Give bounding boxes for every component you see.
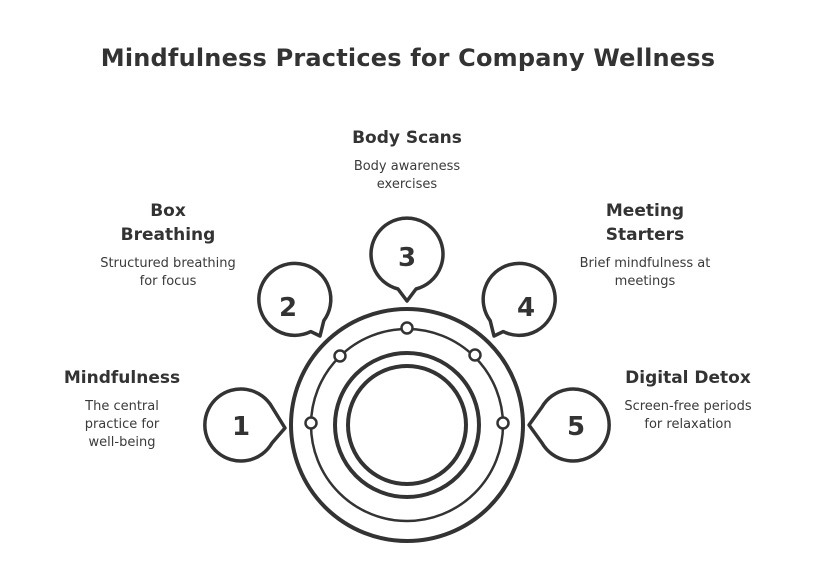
node-dot-2 bbox=[333, 349, 347, 363]
bubble-5-number: 5 bbox=[567, 412, 585, 442]
bubble-5: 5 bbox=[527, 387, 611, 463]
practice-label-3: Body Scans Body awareness exercises bbox=[322, 126, 492, 194]
practice-desc-4: Brief mindfulness at meetings bbox=[579, 256, 711, 289]
bubble-1: 1 bbox=[203, 387, 287, 463]
outer-ring bbox=[289, 307, 525, 543]
practice-desc-5: Screen-free periods for relaxation bbox=[624, 399, 752, 432]
node-dot-3 bbox=[400, 321, 414, 335]
bubble-3: 3 bbox=[369, 216, 445, 303]
bubble-4-number: 4 bbox=[517, 293, 535, 323]
practice-desc-3: Body awareness exercises bbox=[353, 159, 461, 192]
inner-ring-outer bbox=[333, 351, 481, 499]
practice-label-4: Meeting Starters Brief mindfulness at me… bbox=[565, 199, 725, 291]
bubble-2-number: 2 bbox=[279, 293, 297, 323]
bubble-2: 2 bbox=[257, 261, 333, 338]
practice-desc-1: The central practice for well-being bbox=[84, 399, 160, 450]
node-dot-5 bbox=[496, 416, 510, 430]
bubble-1-number: 1 bbox=[232, 412, 250, 442]
practice-title-2: Box Breathing bbox=[120, 201, 216, 245]
node-dot-1 bbox=[304, 416, 318, 430]
practice-desc-2: Structured breathing for focus bbox=[100, 256, 236, 289]
practice-title-5: Digital Detox bbox=[625, 368, 751, 388]
practice-title-3: Body Scans bbox=[352, 128, 462, 148]
bubble-4: 4 bbox=[481, 261, 557, 338]
practice-title-1: Mindfulness bbox=[63, 368, 181, 388]
page-title: Mindfulness Practices for Company Wellne… bbox=[100, 44, 716, 72]
practice-label-2: Box Breathing Structured breathing for f… bbox=[88, 199, 248, 291]
inner-ring bbox=[346, 364, 468, 486]
bubble-3-number: 3 bbox=[398, 243, 416, 273]
node-dot-4 bbox=[468, 348, 482, 362]
practice-label-1: Mindfulness The central practice for wel… bbox=[47, 366, 197, 452]
practice-label-5: Digital Detox Screen-free periods for re… bbox=[606, 366, 770, 434]
practice-title-4: Meeting Starters bbox=[605, 201, 685, 245]
